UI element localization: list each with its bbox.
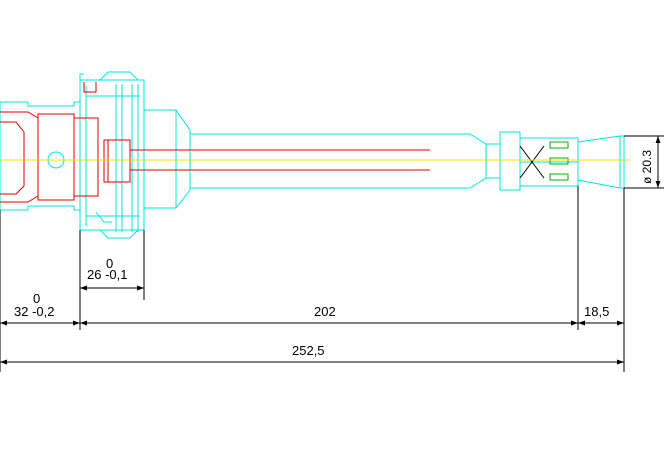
section-detail xyxy=(0,82,430,203)
dim-32-tolerance: 0 xyxy=(33,291,40,306)
dim-202-label: 202 xyxy=(314,304,336,319)
dim-diameter-label: ø 20.3 xyxy=(640,150,654,184)
dim-26-tolerance: 0 xyxy=(106,256,113,271)
holder-outline xyxy=(0,71,625,239)
dim-18-5-label: 18,5 xyxy=(584,304,609,319)
dim-26-label: 26 -0,1 xyxy=(87,267,127,282)
dim-252-5-label: 252,5 xyxy=(292,343,325,358)
thread-marks xyxy=(549,141,569,181)
nut-cross xyxy=(519,145,545,179)
dim-32-label: 32 -0,2 xyxy=(14,304,54,319)
dimension-lines xyxy=(0,135,664,372)
